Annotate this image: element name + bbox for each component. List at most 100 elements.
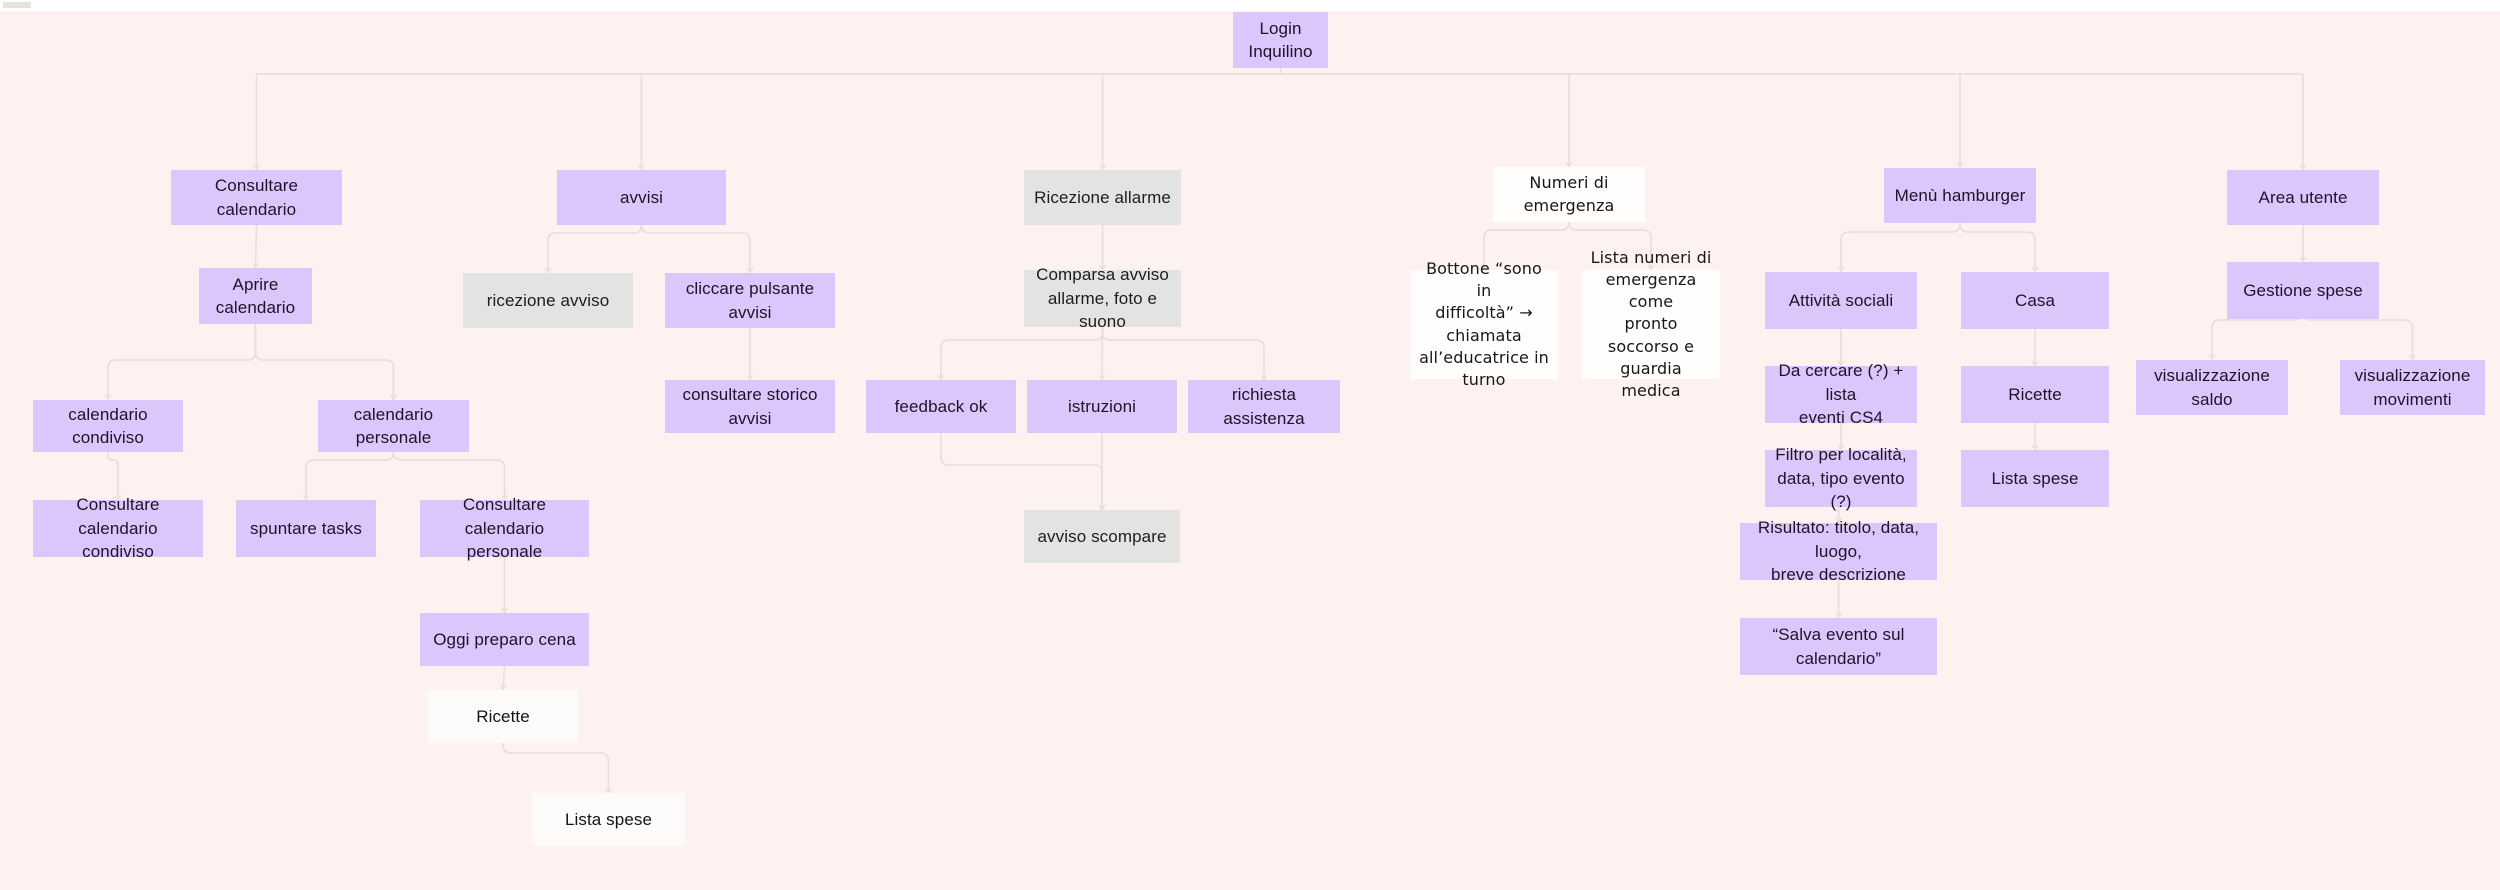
flow-node-attivita_sociali[interactable]: Attività sociali bbox=[1765, 272, 1917, 329]
edge-arrowhead bbox=[545, 268, 551, 272]
edge-arrowhead bbox=[500, 685, 506, 689]
edge-cal_personale-spuntare_tasks bbox=[306, 452, 394, 500]
edge-arrowhead bbox=[2032, 361, 2038, 365]
flow-node-label: spuntare tasks bbox=[250, 517, 362, 540]
edge-arrowhead bbox=[391, 395, 397, 399]
flow-node-avviso_scompare[interactable]: avviso scompare bbox=[1024, 510, 1180, 563]
flow-node-menu_hamburger[interactable]: Menù hamburger bbox=[1884, 168, 2036, 223]
flow-node-aprire_cal[interactable]: Aprire calendario bbox=[199, 268, 312, 324]
flow-node-label: avviso scompare bbox=[1037, 525, 1166, 548]
edge-arrowhead bbox=[2032, 267, 2038, 271]
edge-arrowhead bbox=[1836, 613, 1842, 617]
edge-arrowhead bbox=[2032, 445, 2038, 449]
edge-arrowhead bbox=[1566, 162, 1572, 166]
flow-node-richiesta_assist[interactable]: richiesta assistenza bbox=[1188, 380, 1340, 433]
flow-node-label: Da cercare (?) + lista eventi CS4 bbox=[1773, 359, 1909, 429]
flow-node-filtro[interactable]: Filtro per località, data, tipo evento (… bbox=[1765, 450, 1917, 507]
flow-node-vis_saldo[interactable]: visualizzazione saldo bbox=[2136, 360, 2288, 415]
flow-node-cliccare_pulsante[interactable]: cliccare pulsante avvisi bbox=[665, 273, 835, 328]
edge-arrowhead bbox=[2209, 355, 2215, 359]
flow-node-label: feedback ok bbox=[895, 395, 988, 418]
flow-node-feedback_ok[interactable]: feedback ok bbox=[866, 380, 1016, 433]
edge-arrowhead bbox=[303, 495, 309, 499]
flow-node-cal_condiviso[interactable]: calendario condiviso bbox=[33, 400, 183, 452]
flow-node-label: Oggi preparo cena bbox=[433, 628, 576, 651]
edge-arrowhead bbox=[1838, 267, 1844, 271]
edge-arrowhead bbox=[747, 375, 753, 379]
flow-node-salva_evento[interactable]: “Salva evento sul calendario” bbox=[1740, 618, 1937, 675]
flow-node-label: cliccare pulsante avvisi bbox=[673, 277, 827, 324]
edge-arrowhead bbox=[2410, 355, 2416, 359]
flow-node-consultare_cal[interactable]: Consultare calendario bbox=[171, 170, 342, 225]
flow-node-label: Consultare calendario bbox=[179, 174, 334, 221]
flow-node-cons_cal_personale[interactable]: Consultare calendario personale bbox=[420, 500, 589, 557]
flow-node-label: Lista spese bbox=[565, 808, 652, 831]
flow-node-avvisi[interactable]: avvisi bbox=[557, 170, 726, 225]
flow-node-lista_numeri[interactable]: Lista numeri di emergenza come pronto so… bbox=[1582, 270, 1720, 379]
flow-node-comparsa_avviso[interactable]: Comparsa avviso allarme, foto e suono bbox=[1024, 270, 1181, 327]
flow-node-label: Menù hamburger bbox=[1895, 184, 2026, 207]
corner-label-chip bbox=[3, 2, 31, 8]
edge-arrowhead bbox=[1099, 375, 1105, 379]
edge-arrowhead bbox=[105, 395, 111, 399]
flow-node-label: calendario personale bbox=[326, 403, 461, 450]
flow-node-label: Aprire calendario bbox=[216, 273, 295, 320]
flow-node-oggi_cena[interactable]: Oggi preparo cena bbox=[420, 613, 589, 666]
edge-arrowhead bbox=[1261, 375, 1267, 379]
flow-node-ricette_left[interactable]: Ricette bbox=[428, 690, 578, 743]
edge-arrowhead bbox=[1099, 505, 1105, 509]
flow-node-label: ricezione avviso bbox=[487, 289, 610, 312]
edge-arrowhead bbox=[253, 263, 259, 267]
flow-node-label: Lista numeri di emergenza come pronto so… bbox=[1590, 247, 1712, 402]
edge-aprire_cal-cal_personale bbox=[256, 324, 394, 400]
flow-node-ricezione_allarme[interactable]: Ricezione allarme bbox=[1024, 170, 1181, 225]
flow-node-label: Comparsa avviso allarme, foto e suono bbox=[1032, 263, 1173, 333]
edge-comparsa_avviso-feedback_ok bbox=[941, 327, 1103, 380]
flow-node-casa[interactable]: Casa bbox=[1961, 272, 2109, 329]
flow-node-label: Login Inquilino bbox=[1248, 17, 1312, 64]
edge-oggi_cena-ricette_left bbox=[503, 666, 505, 690]
flow-node-label: richiesta assistenza bbox=[1196, 383, 1332, 430]
flow-node-login[interactable]: Login Inquilino bbox=[1233, 12, 1328, 68]
edge-arrowhead bbox=[254, 165, 260, 169]
flow-node-cal_personale[interactable]: calendario personale bbox=[318, 400, 469, 452]
flow-node-lista_spese_right[interactable]: Lista spese bbox=[1961, 450, 2109, 507]
flow-node-label: Ricezione allarme bbox=[1034, 186, 1171, 209]
flow-node-numeri_emergenza[interactable]: Numeri di emergenza bbox=[1493, 167, 1645, 222]
flow-node-label: Bottone “sono in difficoltà” → chiamata … bbox=[1418, 258, 1550, 390]
flow-node-storico_avvisi[interactable]: consultare storico avvisi bbox=[665, 380, 835, 433]
flow-node-label: Ricette bbox=[2008, 383, 2062, 406]
flow-node-label: Consultare calendario personale bbox=[428, 493, 581, 563]
flow-node-istruzioni[interactable]: istruzioni bbox=[1027, 380, 1177, 433]
edge-arrowhead bbox=[2300, 165, 2306, 169]
flow-node-ricette_right[interactable]: Ricette bbox=[1961, 366, 2109, 423]
flow-node-label: Lista spese bbox=[1991, 467, 2078, 490]
edge-arrowhead bbox=[1100, 165, 1106, 169]
flow-node-label: visualizzazione movimenti bbox=[2355, 364, 2471, 411]
edge-arrowhead bbox=[747, 268, 753, 272]
flow-node-label: Attività sociali bbox=[1789, 289, 1894, 312]
flow-node-cons_cal_condiviso[interactable]: Consultare calendario condiviso bbox=[33, 500, 203, 557]
flow-node-vis_movimenti[interactable]: visualizzazione movimenti bbox=[2340, 360, 2485, 415]
flow-node-label: Casa bbox=[2015, 289, 2055, 312]
edge-aprire_cal-cal_condiviso bbox=[108, 324, 256, 400]
flow-node-label: consultare storico avvisi bbox=[673, 383, 827, 430]
edge-consultare_cal-aprire_cal bbox=[256, 225, 257, 268]
flow-node-risultato[interactable]: Risultato: titolo, data, luogo, breve de… bbox=[1740, 523, 1937, 580]
flow-node-label: calendario condiviso bbox=[41, 403, 175, 450]
flow-node-ricezione_avviso[interactable]: ricezione avviso bbox=[463, 273, 633, 328]
edge-arrowhead bbox=[1099, 505, 1105, 509]
flow-node-da_cercare[interactable]: Da cercare (?) + lista eventi CS4 bbox=[1765, 366, 1917, 423]
flow-node-lista_spese_left[interactable]: Lista spese bbox=[532, 793, 685, 846]
flow-node-gestione_spese[interactable]: Gestione spese bbox=[2227, 262, 2379, 319]
edge-ricette_left-lista_spese_left bbox=[503, 743, 609, 793]
window-top-strip bbox=[0, 0, 2500, 11]
edge-arrowhead bbox=[2300, 257, 2306, 261]
edge-arrowhead bbox=[1957, 163, 1963, 167]
flow-node-spuntare_tasks[interactable]: spuntare tasks bbox=[236, 500, 376, 557]
edge-gestione_spese-vis_movimenti bbox=[2303, 312, 2413, 360]
edge-gestione_spese-vis_saldo bbox=[2212, 312, 2303, 360]
flow-node-label: Risultato: titolo, data, luogo, breve de… bbox=[1748, 516, 1929, 586]
flow-node-area_utente[interactable]: Area utente bbox=[2227, 170, 2379, 225]
flow-node-bottone_difficolta[interactable]: Bottone “sono in difficoltà” → chiamata … bbox=[1410, 270, 1558, 379]
